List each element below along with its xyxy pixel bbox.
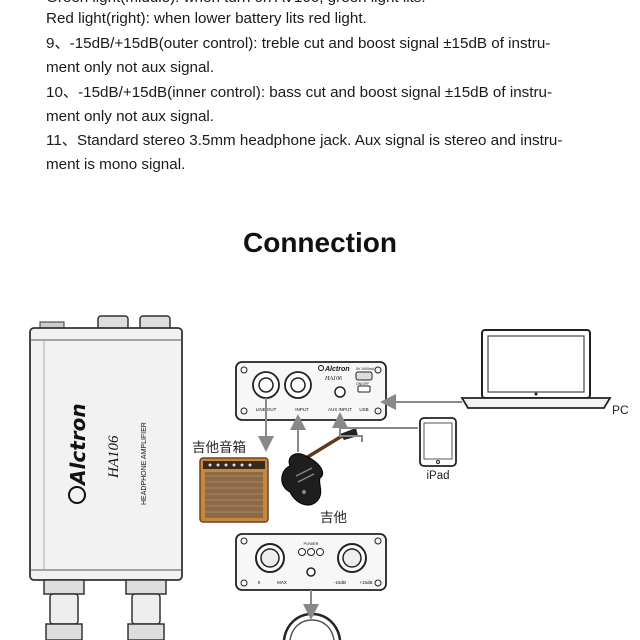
panel-brand: Alctron <box>324 366 350 373</box>
device-brand: Alctron <box>66 403 90 487</box>
knob-label-zero: 0 <box>258 580 261 585</box>
pc-label: PC <box>612 403 629 417</box>
input-jack-icon <box>284 371 312 399</box>
instruction-line: 11、Standard stereo 3.5mm headphone jack.… <box>46 132 563 149</box>
section-title: Connection <box>243 227 397 258</box>
knob-label-plus: +15dB <box>359 580 372 585</box>
headphone-jack-icon <box>306 567 316 577</box>
instruction-line: ment only not aux signal. <box>46 108 215 125</box>
bottom-panel: POWER 0 MAX -15dB +15dB <box>235 533 387 591</box>
port-label-usb: USB <box>359 407 368 412</box>
guitar-label: 吉他 <box>320 510 347 526</box>
device-type: HEADPHONE AMPLIFIER <box>141 422 148 505</box>
instruction-line: 10、-15dB/+15dB(inner control): bass cut … <box>46 84 553 101</box>
headphones-icon <box>282 612 342 640</box>
instruction-line: ment is mono signal. <box>46 156 186 173</box>
port-label-input: INPUT <box>295 407 309 412</box>
ipad-icon <box>419 417 457 467</box>
usb-port-icon <box>357 385 371 393</box>
knob-label-max: MAX <box>277 580 287 585</box>
line-out-jack-icon <box>252 371 280 399</box>
device-illustration: Alctron HA106 HEADPHONE AMPLIFIER <box>29 315 183 640</box>
led-icon <box>307 548 315 556</box>
panel-switch-label: ON/OFF <box>356 382 369 386</box>
instruction-line: 9、-15dB/+15dB(outer control): treble cut… <box>46 35 551 52</box>
connection-lines <box>258 394 462 620</box>
panel-spec: 5V 1000mA <box>356 367 375 371</box>
top-panel: Alctron HA106 5V 1000mA ON/OFF LINE OUT … <box>235 361 387 421</box>
instruction-line: Red light(right): when lower battery lit… <box>46 10 367 27</box>
panel-model: HA106 <box>324 376 342 382</box>
guitar-amp-icon <box>199 457 269 523</box>
device-model: HA106 <box>106 435 122 479</box>
laptop-icon <box>460 329 612 409</box>
power-switch-icon <box>355 371 373 381</box>
instruction-line: ment only not aux signal. <box>46 59 215 76</box>
aux-jack-icon <box>334 386 346 398</box>
knob-label-minus: -15dB <box>334 580 346 585</box>
instruction-line-cut: Green light(middle): when turn on AV106,… <box>46 0 426 8</box>
power-label: POWER <box>303 541 318 546</box>
brand-logo-icon <box>68 486 86 504</box>
led-icon <box>298 548 306 556</box>
ipad-label: iPad <box>426 470 449 482</box>
amp-label: 吉他音箱 <box>192 439 246 456</box>
port-label-aux: AUX INPUT <box>328 407 352 412</box>
electric-guitar-icon <box>281 428 358 506</box>
led-icon <box>316 548 324 556</box>
